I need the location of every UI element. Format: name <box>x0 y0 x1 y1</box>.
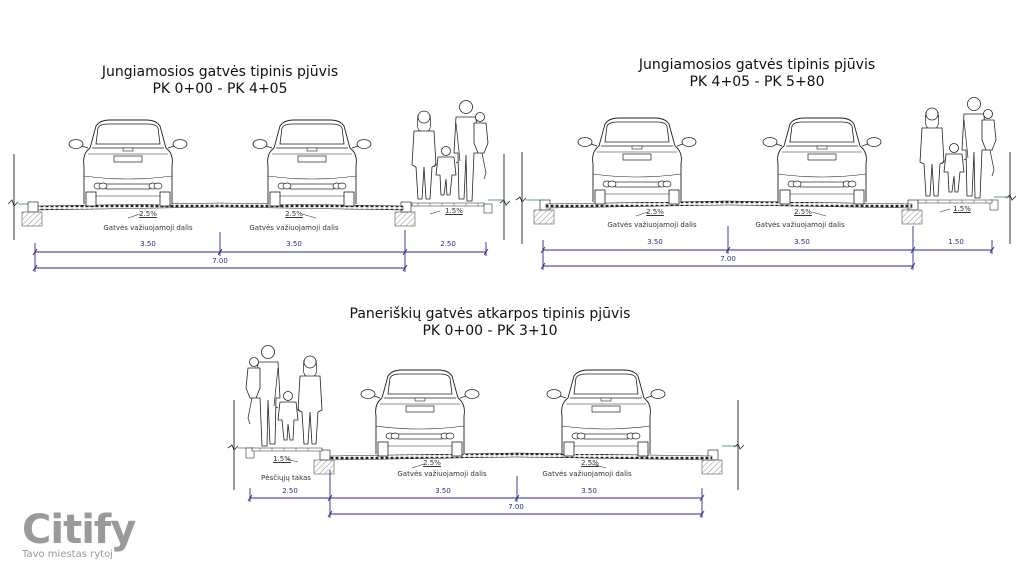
section-2-lane-1-slope: 2.5% <box>646 208 664 216</box>
section-1-lane-2-label: Gatvės važiuojamoji dalis <box>249 224 339 232</box>
section-1-sidewalk-width: 2.50 <box>440 240 456 248</box>
section-2-lane-2-label: Gatvės važiuojamoji dalis <box>755 221 845 229</box>
section-2-sidewalk-slope: 1.5% <box>953 205 971 213</box>
section-1-lane-1-label: Gatvės važiuojamoji dalis <box>103 224 193 232</box>
section-3-lane-1-label: Gatvės važiuojamoji dalis <box>397 470 487 478</box>
section-1-lane-2-slope: 2.5% <box>285 210 303 218</box>
section-2-sidewalk-width: 1.50 <box>948 238 964 246</box>
section-1-title-line1: Jungiamosios gatvės tipinis pjūvis <box>101 64 339 80</box>
section-2-lane-1-label: Gatvės važiuojamoji dalis <box>607 221 697 229</box>
logo-tagline: Tavo miestas rytoj <box>22 549 113 560</box>
section-3-lane-1-slope: 2.5% <box>423 459 441 467</box>
section-2-title-line2: PK 4+05 - PK 5+80 <box>689 74 825 90</box>
section-1-total-width: 7.00 <box>212 257 228 265</box>
section-3-drawing <box>227 345 745 518</box>
section-1-sidewalk-slope: 1.5% <box>445 207 463 215</box>
citify-logo: Citify Tavo miestas rytoj <box>22 507 136 561</box>
section-3-title-line2: PK 0+00 - PK 3+10 <box>422 323 558 339</box>
section-2-drawing <box>515 97 1017 270</box>
section-3-title-line1: Paneriškių gatvės atkarpos tipinis pjūvi… <box>349 306 631 322</box>
section-3-title: Paneriškių gatvės atkarpos tipinis pjūvi… <box>340 306 640 340</box>
section-3-total-width: 7.00 <box>508 503 524 511</box>
section-2-title: Jungiamosios gatvės tipinis pjūvis PK 4+… <box>637 57 877 91</box>
section-3-lane-1-width: 3.50 <box>435 487 451 495</box>
logo-name: Citify <box>22 507 136 553</box>
section-3-sidewalk-width: 2.50 <box>282 487 298 495</box>
section-3-sidewalk-slope: 1.5% <box>273 455 291 463</box>
section-1-title: Jungiamosios gatvės tipinis pjūvis PK 0+… <box>100 64 340 98</box>
section-2-lane-2-slope: 2.5% <box>794 208 812 216</box>
section-1-lane-1-width: 3.50 <box>140 240 156 248</box>
section-3-lane-2-width: 3.50 <box>581 487 597 495</box>
section-1-drawing <box>7 100 511 272</box>
section-2-title-line1: Jungiamosios gatvės tipinis pjūvis <box>638 57 876 73</box>
section-1-lane-2-width: 3.50 <box>286 240 302 248</box>
section-1-title-line2: PK 0+00 - PK 4+05 <box>152 81 288 97</box>
section-2-lane-1-width: 3.50 <box>647 238 663 246</box>
section-1-lane-1-slope: 2.5% <box>139 210 157 218</box>
section-3-sidewalk-label: Pėsčiųjų takas <box>261 474 311 482</box>
section-3-lane-2-label: Gatvės važiuojamoji dalis <box>542 470 632 478</box>
section-2-lane-2-width: 3.50 <box>794 238 810 246</box>
section-2-total-width: 7.00 <box>720 255 736 263</box>
section-3-lane-2-slope: 2.5% <box>581 459 599 467</box>
